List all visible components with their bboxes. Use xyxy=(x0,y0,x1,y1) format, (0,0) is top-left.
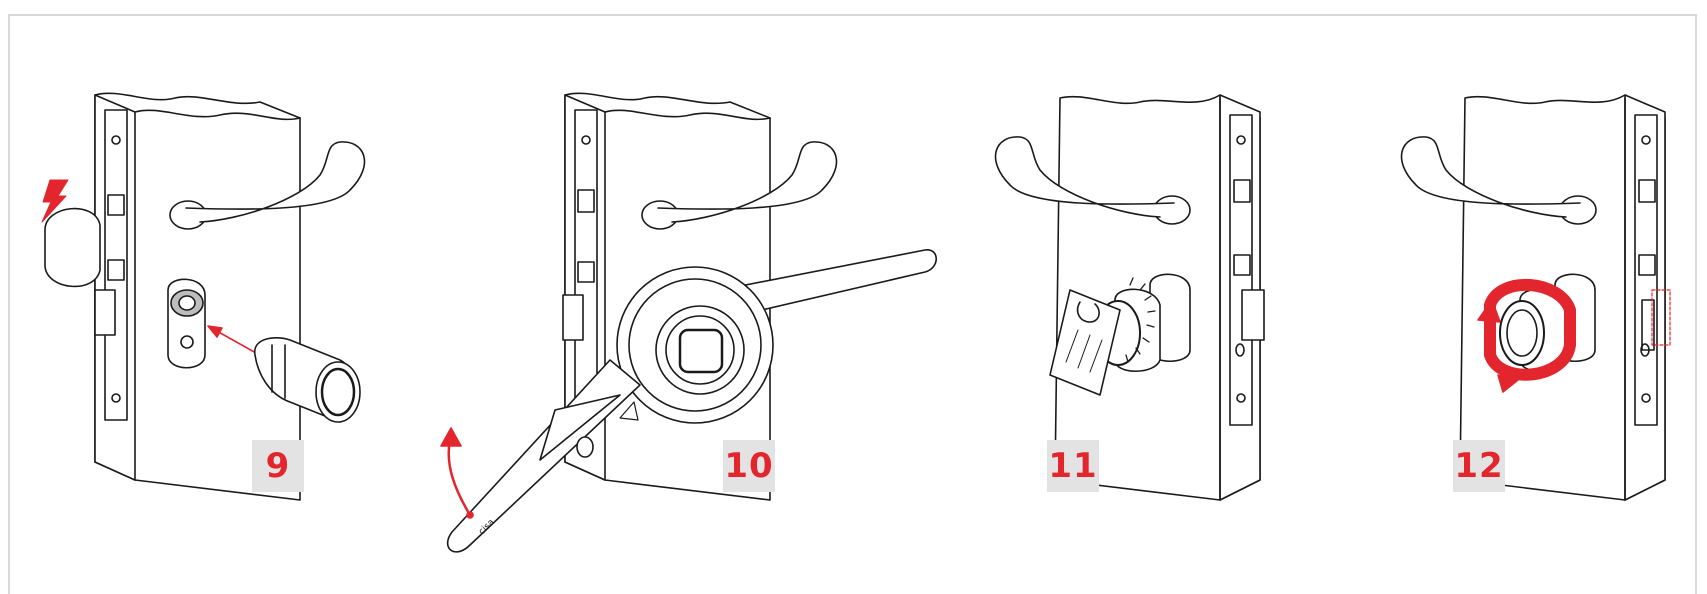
step-12-illustration xyxy=(1400,94,1671,501)
step-number: 9 xyxy=(265,446,291,486)
step-number: 10 xyxy=(724,446,774,486)
rotate-arrow-icon xyxy=(440,427,474,519)
step-11-illustration xyxy=(994,94,1265,501)
step-number: 11 xyxy=(1048,446,1098,486)
lightning-icon xyxy=(41,179,69,223)
step-badge-10: 10 xyxy=(723,440,775,492)
step-10-illustration: cisa xyxy=(446,92,938,553)
step-number: 12 xyxy=(1454,446,1504,486)
step-badge-11: 11 xyxy=(1047,440,1099,492)
installation-steps-diagram: cisa xyxy=(41,92,1671,553)
step-badge-12: 12 xyxy=(1453,440,1505,492)
step-badge-9: 9 xyxy=(252,440,304,492)
step-9-illustration xyxy=(44,92,366,501)
rotation-ring-icon xyxy=(1477,279,1576,393)
